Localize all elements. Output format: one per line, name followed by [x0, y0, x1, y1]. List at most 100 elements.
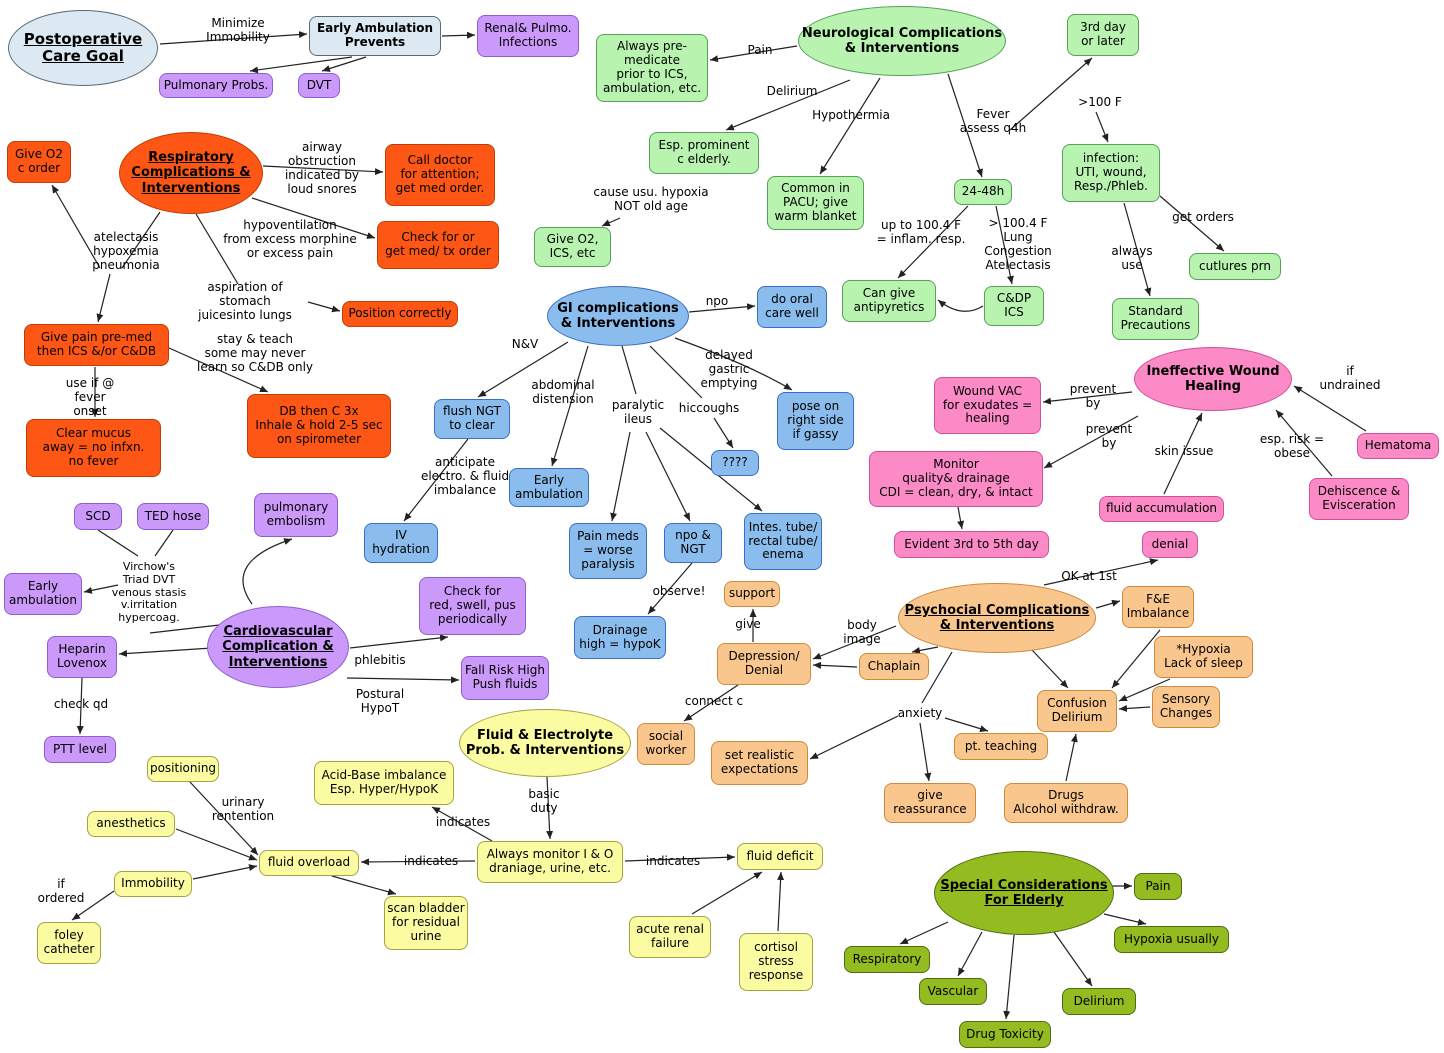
positioning-node[interactable]: positioning [147, 756, 219, 782]
respiratory-node[interactable]: Respiratory Complications & Intervention… [119, 132, 263, 214]
chaplain-node[interactable]: Chaplain [859, 653, 929, 680]
edge-9 [195, 213, 239, 285]
position-correctly-node[interactable]: Position correctly [342, 301, 458, 327]
sensory-node[interactable]: Sensory Changes [1152, 686, 1220, 728]
evident-3rd-node[interactable]: Evident 3rd to 5th day [894, 531, 1049, 558]
early-ambulation-gi-node[interactable]: Early ambulation [509, 468, 589, 507]
get-orders-label: get orders [1172, 210, 1234, 225]
psychosocial-node[interactable]: Psychocial Complications & Interventions [898, 583, 1096, 653]
fall-risk-node[interactable]: Fall Risk High Push fluids [461, 656, 549, 700]
cultures-prn-node[interactable]: cutlures prn [1189, 253, 1281, 280]
edge-19 [897, 205, 969, 279]
check-med-order-node[interactable]: Check for or get med/ tx order [377, 221, 499, 269]
edge-10 [307, 301, 341, 313]
iv-hydration-node[interactable]: IV hydration [364, 523, 438, 563]
pain-meds-node[interactable]: Pain meds = worse paralysis [569, 523, 647, 579]
goal-node[interactable]: Postoperative Care Goal [8, 10, 158, 86]
pain-elderly-node[interactable]: Pain [1134, 873, 1182, 900]
denial-node[interactable]: denial [1142, 531, 1198, 558]
always-monitor-node[interactable]: Always monitor I & O draniage, urine, et… [477, 841, 623, 883]
delirium-elderly-node[interactable]: Delirium [1062, 988, 1136, 1015]
elderly-node[interactable]: Special Considerations For Elderly [934, 851, 1114, 935]
hiccoughs-label: hiccoughs [678, 401, 740, 416]
monitor-quality-node[interactable]: Monitor quality& drainage CDI = clean, d… [869, 451, 1043, 507]
hematoma-node[interactable]: Hematoma [1357, 433, 1439, 459]
respiratory-elderly-node[interactable]: Respiratory [844, 946, 930, 973]
edge-29 [610, 431, 631, 522]
edge-33 [649, 345, 703, 399]
fe-imbalance-node[interactable]: F&E Imbalance [1122, 586, 1194, 628]
renal-pulmo-infections-node[interactable]: Renal& Pulmo. Infections [477, 15, 579, 57]
acid-base-node[interactable]: Acid-Base imbalance Esp. Hyper/HypoK [314, 761, 454, 805]
depression-node[interactable]: Depression/ Denial [717, 643, 811, 685]
early-ambulation-prevents-node[interactable]: Early Ambulation Prevents [309, 16, 441, 56]
gi-node[interactable]: GI complications & Interventions [547, 286, 689, 346]
db-then-c-node[interactable]: DB then C 3x Inhale & hold 2-5 sec on sp… [247, 394, 391, 458]
up-to-1004-label: up to 100.4 F = inflam. resp. [876, 218, 966, 246]
can-antipyretics-node[interactable]: Can give antipyretics [842, 280, 936, 322]
cardiovascular-node[interactable]: Cardiovascular Complication & Interventi… [207, 606, 349, 688]
neurological-node[interactable]: Neurological Complications & Interventio… [798, 6, 1006, 76]
cortisol-node[interactable]: cortisol stress response [739, 933, 813, 991]
h24-48-node[interactable]: 24-48h [954, 179, 1012, 205]
do-oral-care-node[interactable]: do oral care well [757, 286, 827, 328]
common-pacu-node[interactable]: Common in PACU; give warm blanket [767, 176, 864, 230]
social-worker-node[interactable]: social worker [637, 723, 695, 765]
fluid-electrolyte-node[interactable]: Fluid & Electrolyte Prob. & Intervention… [459, 709, 631, 777]
fluid-accumulation-node[interactable]: fluid accumulation [1099, 496, 1224, 522]
vascular-node[interactable]: Vascular [919, 978, 987, 1005]
wound-node[interactable]: Ineffective Wound Healing [1134, 347, 1292, 411]
drainage-high-node[interactable]: Drainage high = hypoK [574, 616, 666, 659]
standard-precautions-node[interactable]: Standard Precautions [1112, 298, 1199, 340]
scd-node[interactable]: SCD [74, 503, 122, 530]
pulmonary-probs-node[interactable]: Pulmonary Probs. [159, 73, 273, 98]
third-day-node[interactable]: 3rd day or later [1067, 14, 1139, 56]
always-use-label: always use [1111, 244, 1153, 272]
confusion-node[interactable]: Confusion Delirium [1037, 690, 1117, 732]
check-red-node[interactable]: Check for red, swell, pus periodically [419, 577, 526, 635]
edge-5 [251, 197, 376, 239]
early-ambulation-cv-node[interactable]: Early ambulation [4, 573, 82, 615]
give-o2-c-order-node[interactable]: Give O2 c order [7, 141, 71, 183]
infection-uti-node[interactable]: infection: UTI, wound, Resp./Phleb. [1062, 144, 1160, 202]
set-realistic-node[interactable]: set realistic expectations [711, 741, 808, 785]
edge-36 [647, 562, 693, 615]
give-pain-premed-node[interactable]: Give pain pre-med then ICS &/or C&DB [24, 324, 169, 366]
drug-toxicity-node[interactable]: Drug Toxicity [959, 1021, 1051, 1048]
dvt-node[interactable]: DVT [298, 73, 340, 98]
pain-label: Pain [747, 43, 773, 58]
anesthetics-node[interactable]: anesthetics [87, 811, 175, 837]
pose-right-node[interactable]: pose on right side if gassy [777, 392, 854, 450]
wound-vac-node[interactable]: Wound VAC for exudates = healing [934, 377, 1041, 434]
edge-55 [360, 858, 476, 866]
dehiscence-node[interactable]: Dehiscence & Evisceration [1309, 478, 1409, 520]
ted-hose-node[interactable]: TED hose [137, 503, 209, 530]
cdp-ics-node[interactable]: C&DP ICS [984, 286, 1044, 326]
question-marks-node[interactable]: ???? [711, 450, 759, 476]
hypoxia-sleep-node[interactable]: *Hypoxia Lack of sleep [1154, 636, 1253, 678]
foley-node[interactable]: foley catheter [37, 922, 101, 964]
pt-teaching-node[interactable]: pt. teaching [954, 733, 1048, 760]
flush-ngt-node[interactable]: flush NGT to clear [434, 399, 510, 439]
support-node[interactable]: support [724, 581, 780, 607]
give-reassurance-node[interactable]: give reassurance [884, 783, 976, 823]
intes-tube-node[interactable]: Intes. tube/ rectal tube/ enema [744, 513, 822, 570]
ptt-level-node[interactable]: PTT level [44, 736, 116, 763]
clear-mucus-node[interactable]: Clear mucus away = no infxn. no fever [26, 419, 161, 477]
esp-prominent-node[interactable]: Esp. prominent c elderly. [649, 132, 759, 174]
acute-renal-node[interactable]: acute renal failure [629, 916, 711, 958]
edge-21 [1159, 195, 1225, 252]
edge-2 [249, 56, 353, 74]
fluid-overload-node[interactable]: fluid overload [259, 850, 359, 876]
scan-bladder-node[interactable]: scan bladder for residual urine [384, 896, 468, 950]
call-doctor-node[interactable]: Call doctor for attention; get med order… [385, 144, 495, 206]
heparin-node[interactable]: Heparin Lovenox [47, 636, 117, 678]
pulmonary-embolism-node[interactable]: pulmonary embolism [254, 493, 338, 537]
give-o2-ics-node[interactable]: Give O2, ICS, etc [534, 227, 611, 267]
npo-ngt-node[interactable]: npo & NGT [664, 523, 722, 563]
always-premedicate-node[interactable]: Always pre- medicate prior to ICS, ambul… [596, 34, 708, 102]
drugs-alcohol-node[interactable]: Drugs Alcohol withdraw. [1004, 783, 1128, 823]
immobility-node[interactable]: Immobility [114, 871, 192, 897]
fluid-deficit-node[interactable]: fluid deficit [737, 843, 823, 870]
hypoxia-usually-node[interactable]: Hypoxia usually [1114, 926, 1229, 953]
